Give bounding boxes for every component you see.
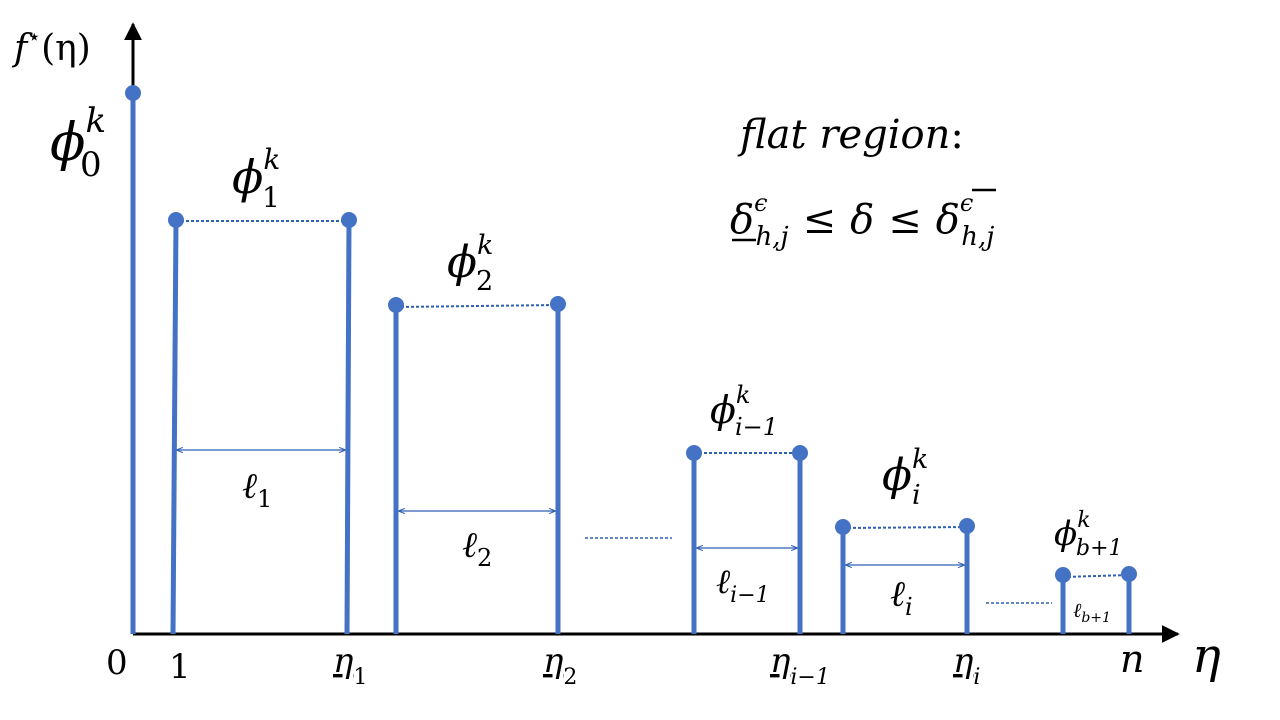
- x-tick-eta-1: η1: [333, 641, 367, 690]
- x-tick-n: n: [1120, 637, 1144, 681]
- ell-label-b1: ℓb+1: [1073, 598, 1111, 626]
- tie-2: [395, 304, 559, 308]
- dot-2-left: [388, 297, 404, 313]
- annotation-heading: flat region:: [737, 112, 964, 158]
- dot-i1-left: [686, 445, 702, 461]
- x-tick-eta-2: η2: [543, 641, 577, 690]
- dot-1-left: [168, 212, 184, 228]
- x-axis-label: η: [1192, 628, 1221, 684]
- dot-i1-right: [792, 445, 808, 461]
- stem-1-right: [344, 219, 352, 635]
- x-tick-eta-i: ηi: [953, 641, 980, 690]
- tie-i: [842, 526, 968, 529]
- lower-delta: δ: [730, 197, 754, 243]
- dot-i-left: [835, 519, 851, 535]
- dot-0: [125, 85, 141, 101]
- ell-label-2: ℓ2: [462, 525, 492, 572]
- dot-b1-right: [1121, 566, 1137, 582]
- dot-2-right: [550, 296, 566, 312]
- tie-b1: [1062, 574, 1130, 578]
- ell-label-i1: ℓi−1: [716, 562, 770, 608]
- x-tick-1: 1: [169, 647, 191, 687]
- dot-b1-left: [1055, 567, 1071, 583]
- dot-1-right: [341, 212, 357, 228]
- stem-1-left: [170, 219, 179, 635]
- y-axis-label: f⋆(η): [11, 25, 91, 69]
- upper-delta: δ: [936, 197, 960, 243]
- ell-label-i: ℓi: [890, 574, 913, 621]
- dot-i-right: [959, 518, 975, 534]
- ell-label-1: ℓ1: [242, 466, 272, 513]
- x-tick-eta-i1: ηi−1: [770, 641, 830, 690]
- origin-label: 0: [106, 643, 128, 683]
